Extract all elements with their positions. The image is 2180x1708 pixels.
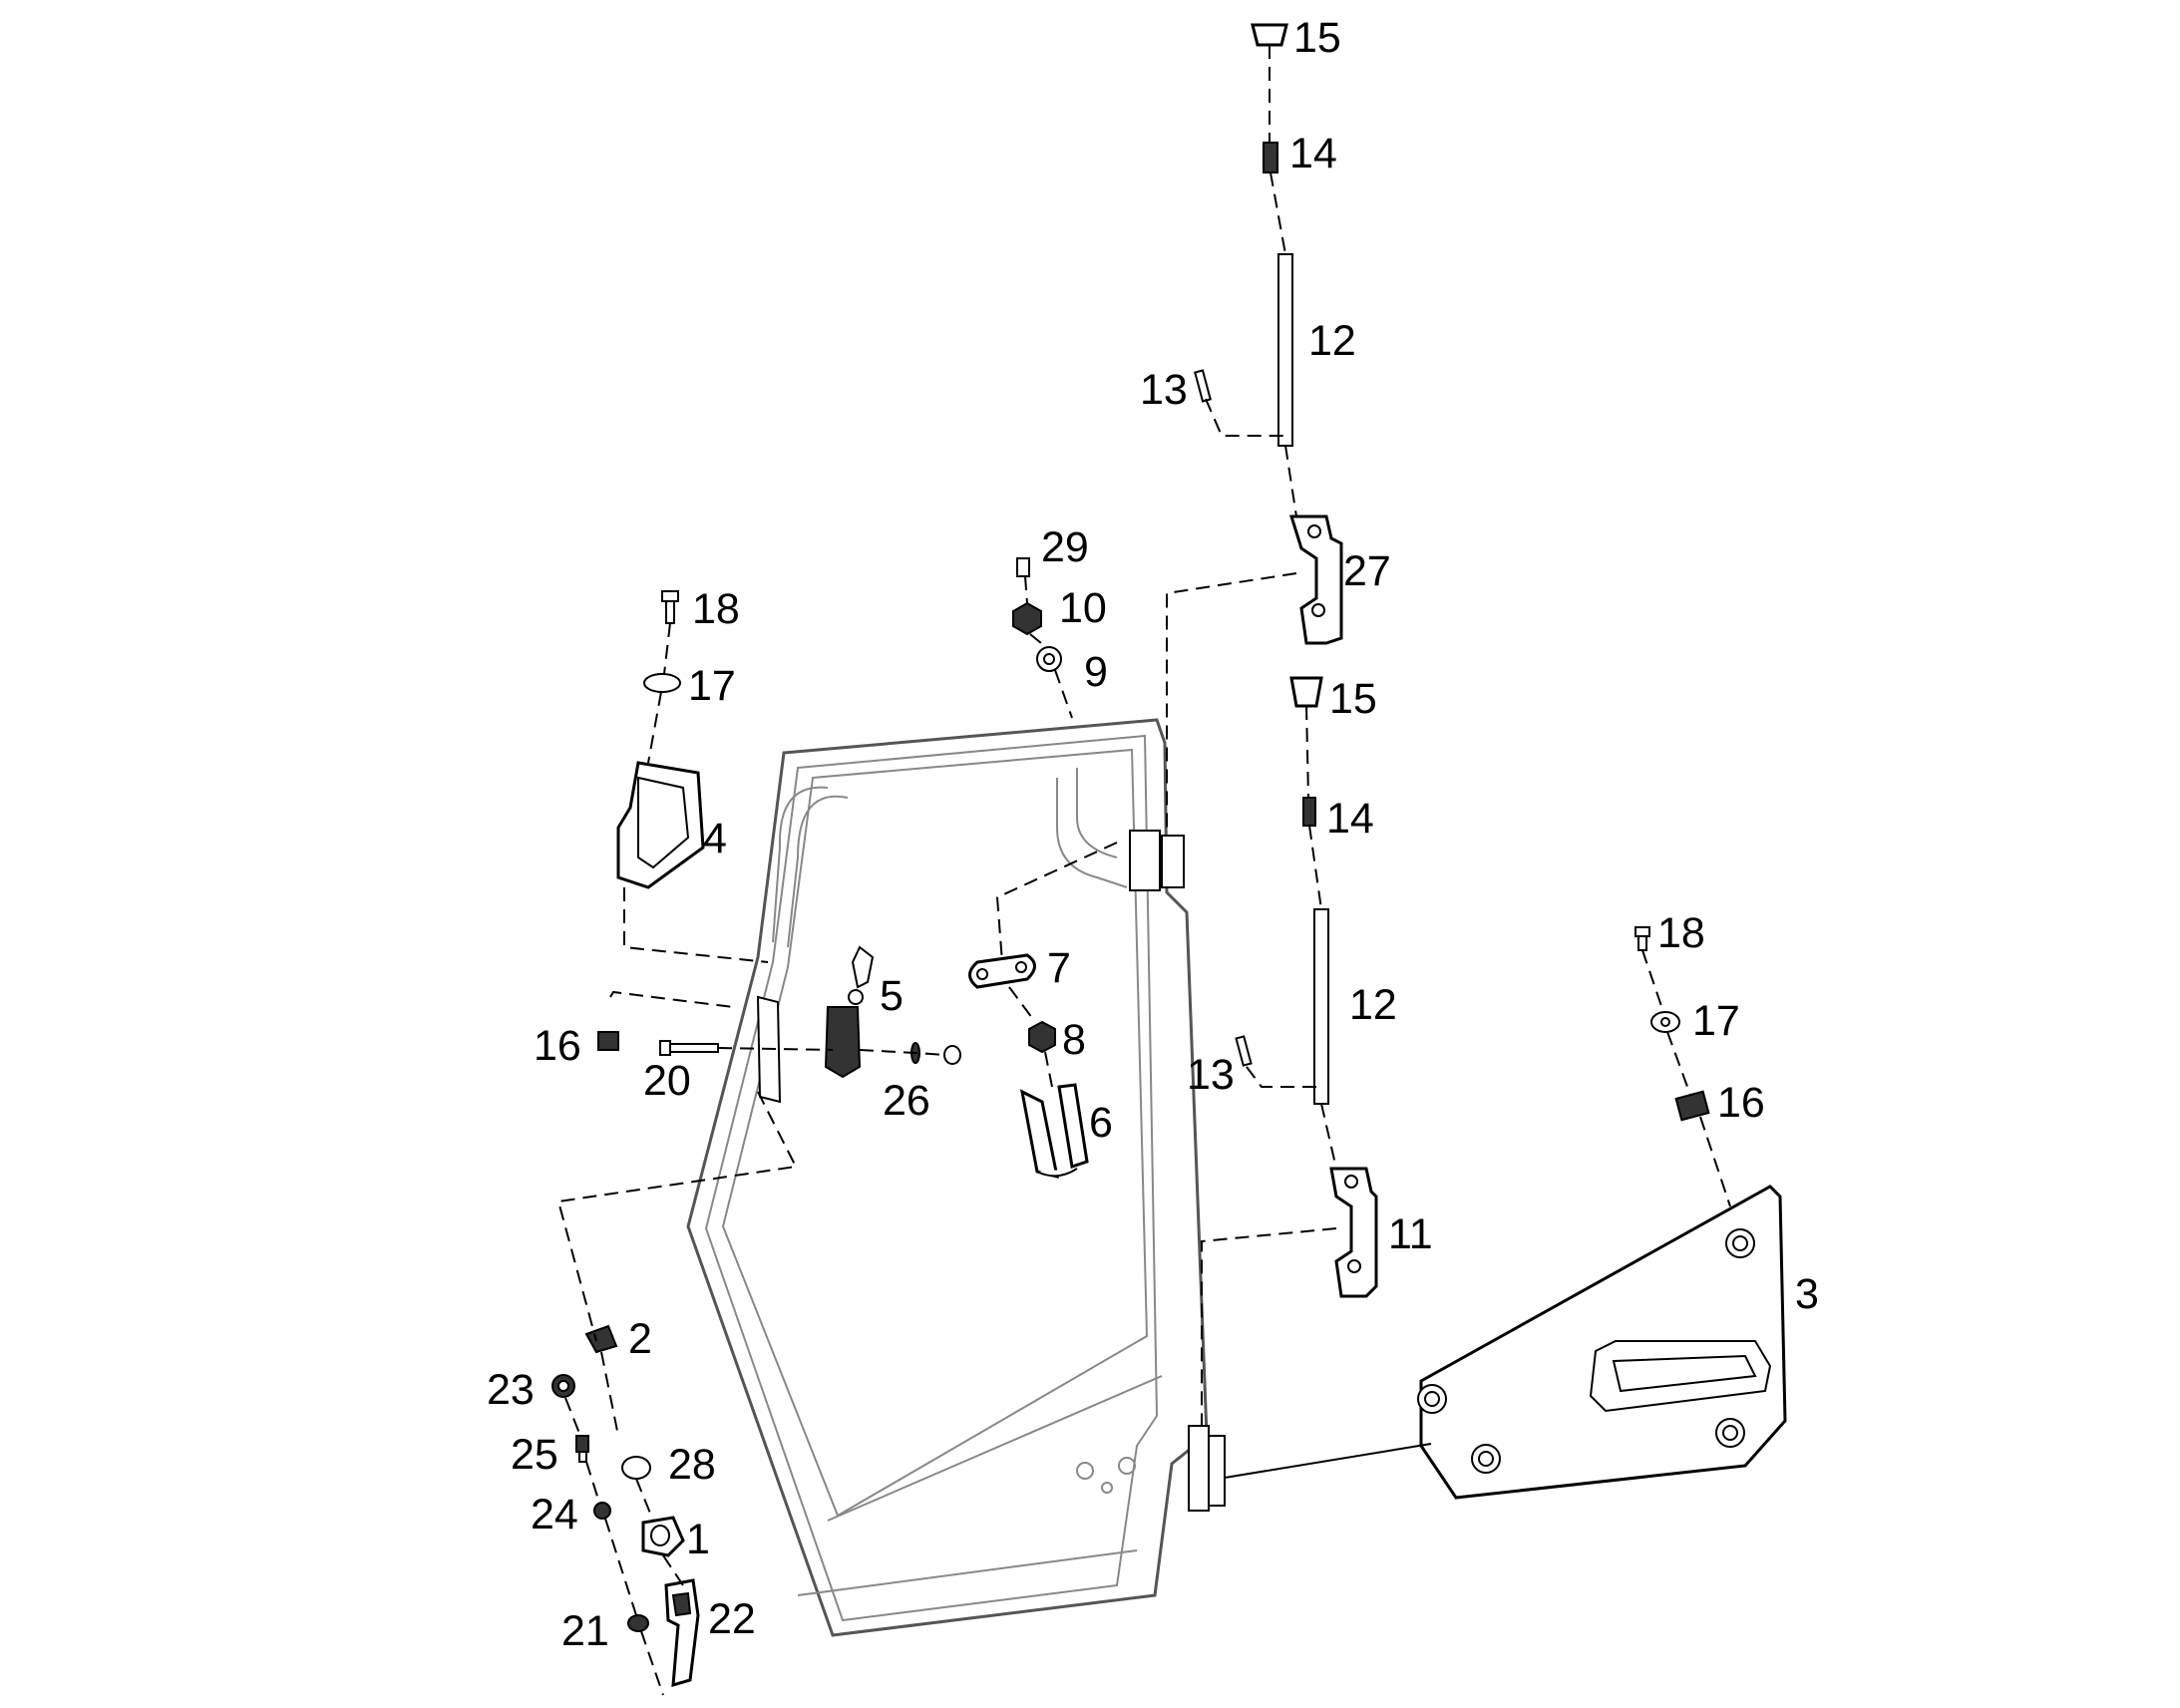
pin-part-12-upper	[1277, 253, 1293, 447]
screw-part-25	[575, 1435, 589, 1463]
nut-part-8	[1028, 1020, 1056, 1054]
washer-part-9	[1036, 646, 1062, 672]
nut-part-23	[551, 1374, 575, 1398]
callout-5: 5	[880, 972, 904, 1020]
cap-part-15-lower	[1289, 676, 1323, 708]
callout-15-lower: 15	[1329, 675, 1377, 723]
callout-15-upper: 15	[1293, 14, 1341, 62]
callout-11: 11	[1388, 1210, 1433, 1258]
spring-part-14-lower	[1302, 797, 1316, 827]
callout-labels: 15 14 12 13 27 29 10 9 18 17 4 15 14 18 …	[487, 14, 1819, 1655]
u-bolt-part-6	[1019, 1083, 1089, 1180]
pin-part-12-lower	[1313, 908, 1329, 1105]
callout-23: 23	[487, 1366, 535, 1414]
cap-part-15-upper	[1251, 23, 1288, 47]
clip-part-13-upper	[1194, 369, 1212, 403]
hinge-part-11	[1329, 1167, 1378, 1298]
callout-22: 22	[708, 1595, 756, 1643]
callout-17-left: 17	[688, 662, 736, 710]
callout-13-lower: 13	[1187, 1051, 1235, 1099]
callout-8: 8	[1062, 1016, 1086, 1064]
hinge-part-27	[1288, 514, 1343, 645]
callout-24: 24	[531, 1491, 578, 1538]
assembly-lines	[556, 45, 1731, 1696]
washer-part-17-left	[643, 673, 681, 693]
callout-18-right: 18	[1657, 909, 1705, 957]
callout-16-right: 16	[1717, 1079, 1765, 1127]
callout-28: 28	[668, 1441, 716, 1489]
screw-part-18-left	[661, 590, 679, 624]
callout-20: 20	[643, 1057, 691, 1105]
callout-12-upper: 12	[1308, 317, 1356, 365]
callout-1: 1	[686, 1516, 710, 1563]
handle-part-22	[664, 1578, 700, 1688]
callout-16-left: 16	[534, 1022, 581, 1070]
clip-part-2	[584, 1324, 618, 1354]
spring-part-14-upper	[1263, 142, 1278, 173]
callout-14-upper: 14	[1289, 130, 1337, 177]
callout-13-upper: 13	[1140, 366, 1188, 414]
washer-part-17-right	[1650, 1011, 1680, 1033]
nut-part-10	[1012, 601, 1042, 636]
frame-lower-hinge	[1188, 1425, 1226, 1512]
door-panel-part-3	[1417, 1185, 1787, 1500]
callout-18-left: 18	[692, 585, 740, 633]
screw-part-18-right	[1635, 926, 1650, 951]
washer-part-21	[627, 1614, 649, 1632]
callout-12-lower: 12	[1349, 981, 1397, 1029]
screw-part-29	[1016, 557, 1030, 577]
callout-9: 9	[1084, 648, 1108, 696]
washer-part-24	[593, 1502, 611, 1520]
callout-10: 10	[1059, 584, 1107, 632]
plate-part-7	[968, 953, 1036, 989]
clip-part-16-right	[1674, 1090, 1710, 1122]
bezel-part-1	[641, 1516, 685, 1557]
frame-upper-hinge	[1129, 830, 1185, 891]
callout-6: 6	[1089, 1099, 1113, 1147]
bracket-part-4	[616, 761, 705, 889]
clip-part-13-lower	[1235, 1035, 1253, 1067]
callout-26: 26	[883, 1077, 930, 1125]
callout-27: 27	[1343, 547, 1391, 595]
bolt-part-20	[659, 1040, 719, 1056]
callout-2: 2	[628, 1315, 652, 1363]
callout-4: 4	[703, 815, 727, 862]
callout-17-right: 17	[1692, 997, 1740, 1045]
clip-part-16-left	[597, 1031, 619, 1051]
callout-21: 21	[561, 1607, 609, 1655]
callout-3: 3	[1795, 1270, 1819, 1318]
latch-part-5	[824, 945, 875, 1079]
washer-part-28	[621, 1456, 651, 1480]
callout-29: 29	[1041, 523, 1089, 571]
callout-14-lower: 14	[1326, 795, 1374, 843]
callout-7: 7	[1047, 944, 1071, 992]
callout-25: 25	[511, 1431, 558, 1479]
